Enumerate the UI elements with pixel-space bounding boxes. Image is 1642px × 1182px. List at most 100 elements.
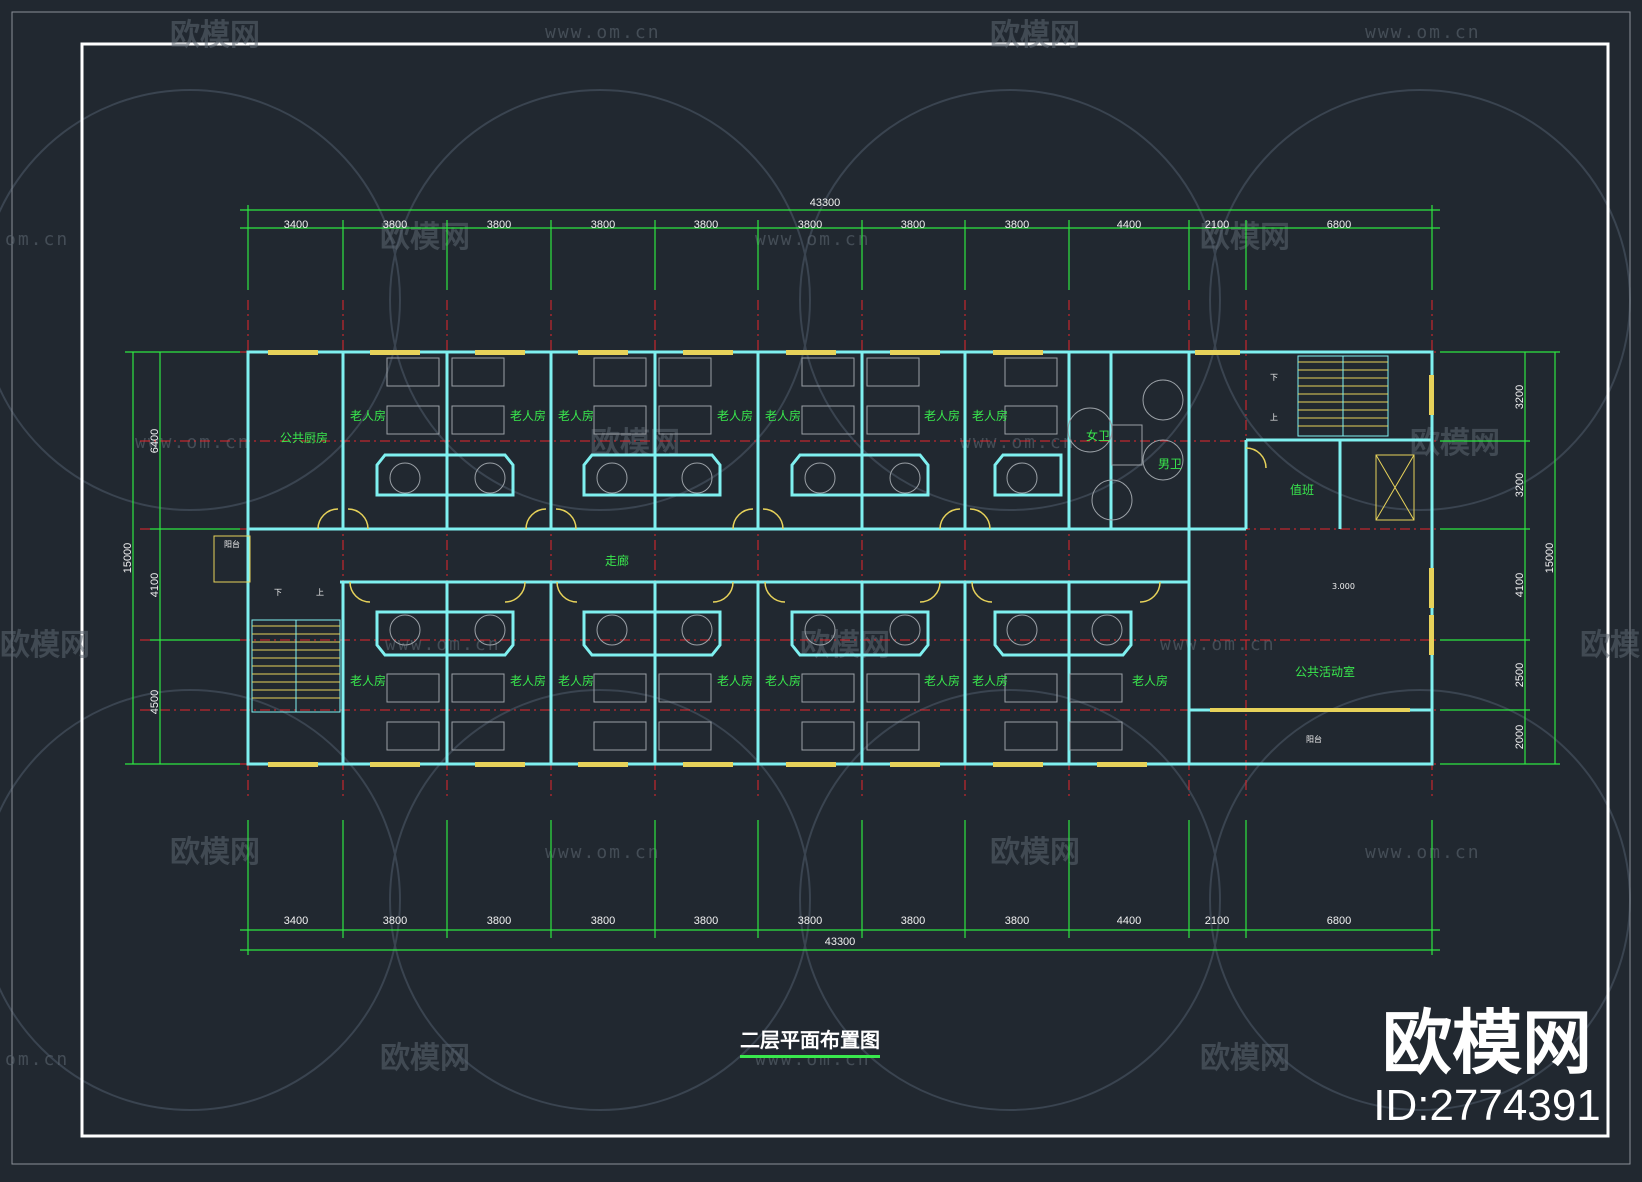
watermark-brand: 欧模网 [380, 1041, 470, 1076]
dim-top: 3800 [694, 219, 718, 231]
room-label: 老人房 [558, 408, 594, 423]
dim-top: 3400 [284, 219, 308, 231]
watermark-url: www.om.cn [1160, 634, 1276, 655]
watermark-arcs [0, 89, 1631, 1111]
watermark-model-id: ID:2774391 [1373, 1081, 1601, 1130]
room-label: 女卫 [1086, 428, 1110, 443]
watermark-brand-large: 欧模网 [1382, 1002, 1592, 1084]
watermark-url: www.om.cn [1365, 842, 1481, 863]
dim-top: 3800 [487, 219, 511, 231]
room-label: 老人房 [350, 673, 386, 688]
level-mark: 3.000 [1332, 582, 1355, 591]
dim-bottom: 4400 [1117, 915, 1141, 927]
room-label: 值班 [1290, 482, 1314, 497]
dim-top: 3800 [798, 219, 822, 231]
watermark-url-partial: om.cn [5, 229, 69, 250]
dim-top: 4400 [1117, 219, 1141, 231]
dim-bottom: 3800 [383, 915, 407, 927]
room-label: 老人房 [510, 673, 546, 688]
dimension-lines [125, 205, 1560, 955]
watermark-brand: 欧模网 [800, 628, 890, 663]
room-labels: 公共厨房 老人房 老人房 老人房 老人房 老人房 老人房 老人房 女卫 男卫 值… [224, 373, 1355, 744]
dim-right: 4100 [1514, 573, 1526, 597]
axis-lines [140, 300, 1530, 800]
room-label: 老人房 [972, 408, 1008, 423]
furniture [386, 357, 1184, 751]
room-label: 公共厨房 [280, 430, 328, 445]
watermark-brand: 欧模网 [380, 220, 470, 255]
dim-bottom: 3400 [284, 915, 308, 927]
stair-down-label: 下 [274, 588, 282, 597]
watermark-url-partial: om.cn [5, 1049, 69, 1070]
stair-up-label: 上 [1270, 413, 1278, 422]
balcony-label: 阳台 [1306, 734, 1322, 744]
watermark-url: www.om.cn [755, 229, 871, 250]
watermark-brand: 欧模网 [1410, 426, 1500, 461]
room-label: 老人房 [765, 673, 801, 688]
room-label: 老人房 [510, 408, 546, 423]
watermark-brand: 欧模网 [990, 18, 1080, 53]
stairs [213, 355, 1415, 713]
dim-top: 2100 [1205, 219, 1229, 231]
dim-right: 3200 [1514, 473, 1526, 497]
dim-top: 3800 [591, 219, 615, 231]
balcony-label: 阳台 [224, 539, 240, 549]
dim-top: 6800 [1327, 219, 1351, 231]
dim-bottom: 2100 [1205, 915, 1229, 927]
watermark-url: www.om.cn [545, 842, 661, 863]
watermark-brand: 欧模网 [170, 18, 260, 53]
doors [317, 447, 1267, 603]
dim-top: 3800 [901, 219, 925, 231]
watermark-brand-block: 欧模网 ID:2774391 [1372, 1004, 1602, 1130]
room-label: 老人房 [765, 408, 801, 423]
dim-top: 3800 [383, 219, 407, 231]
room-label: 老人房 [924, 408, 960, 423]
dim-bottom: 3800 [694, 915, 718, 927]
watermark-url: www.om.cn [755, 1049, 871, 1070]
dim-bottom: 3800 [487, 915, 511, 927]
windows [268, 350, 1434, 767]
dim-bottom: 6800 [1327, 915, 1351, 927]
watermark-url: www.om.cn [960, 432, 1076, 453]
inner-frame [80, 42, 1610, 1138]
dim-left: 6400 [149, 429, 161, 453]
watermark-brand: 欧模网 [1580, 628, 1642, 663]
room-label: 老人房 [924, 673, 960, 688]
dim-bottom: 3800 [591, 915, 615, 927]
dim-left: 4100 [149, 573, 161, 597]
dim-bottom: 3800 [798, 915, 822, 927]
dim-top: 3800 [1005, 219, 1029, 231]
dim-left: 4500 [149, 690, 161, 714]
dim-bottom: 3800 [901, 915, 925, 927]
dim-overall-top: 43300 [810, 197, 841, 209]
room-label: 男卫 [1158, 457, 1182, 471]
dim-overall-bottom: 43300 [825, 936, 856, 948]
room-label: 公共活动室 [1295, 664, 1355, 679]
dimension-texts: 43300 3400 3800 3800 3800 3800 3800 3800… [122, 197, 1556, 948]
watermark-brand: 欧模网 [170, 835, 260, 870]
stair-up-label: 上 [316, 588, 324, 597]
dim-right-total: 15000 [1544, 543, 1556, 574]
watermark-brand: 欧模网 [0, 628, 90, 663]
room-label: 老人房 [717, 408, 753, 423]
dim-left-total: 15000 [122, 543, 134, 574]
watermark-brand: 欧模网 [990, 835, 1080, 870]
watermark-layer: 欧模网 www.om.cn 欧模网 www.om.cn om.cn 欧模网 ww… [0, 18, 1642, 1076]
dim-right: 3200 [1514, 385, 1526, 409]
watermark-brand: 欧模网 [1200, 1041, 1290, 1076]
drawing-title: 二层平面布置图 [740, 1024, 880, 1058]
watermark-url: www.om.cn [545, 22, 661, 43]
room-label: 走廊 [605, 553, 629, 568]
bathroom-pods [375, 453, 1133, 657]
watermark-brand: 欧模网 [1200, 220, 1290, 255]
room-label: 老人房 [350, 408, 386, 423]
dim-right: 2000 [1514, 725, 1526, 749]
stair-down-label: 下 [1270, 373, 1278, 382]
room-label: 老人房 [972, 673, 1008, 688]
outer-frame [11, 11, 1631, 1165]
watermark-url: www.om.cn [1365, 22, 1481, 43]
room-label: 老人房 [558, 673, 594, 688]
room-label: 老人房 [717, 673, 753, 688]
room-label: 老人房 [1132, 673, 1168, 688]
